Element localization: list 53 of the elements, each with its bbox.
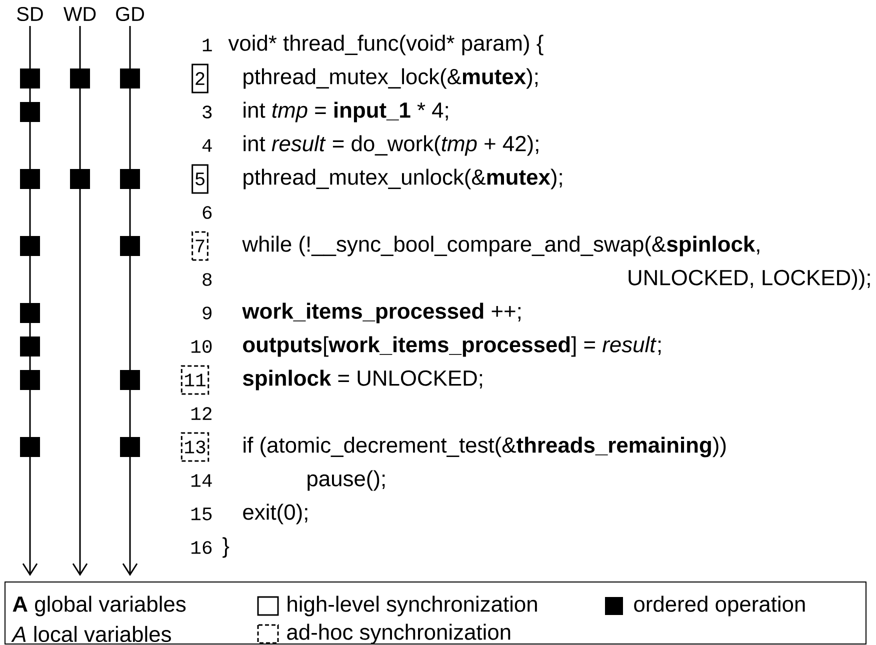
- ordered-operation-square: [120, 437, 140, 457]
- code-line: exit(0);: [243, 504, 308, 524]
- code-line: work_items_processed ++;: [242, 302, 520, 324]
- line-number: 8: [202, 273, 212, 286]
- ordered-operation-square: [20, 336, 40, 356]
- code-line: pthread_mutex_lock(&mutex);: [244, 68, 538, 89]
- ordered-operation-square: [120, 236, 140, 256]
- line-number: 15: [191, 508, 212, 520]
- sync-box: 5: [192, 164, 208, 194]
- ordered-operation-square: [20, 303, 40, 323]
- ordered-operation-square: [120, 68, 140, 88]
- timeline-label: WD: [64, 7, 96, 21]
- timeline-label: GD: [116, 6, 144, 22]
- line-number: 14: [191, 474, 212, 487]
- code-line: spinlock = UNLOCKED;: [242, 370, 482, 390]
- sync-box: 13: [180, 432, 210, 462]
- line-number: 3: [202, 106, 212, 118]
- code-line: int result = do_work(tmp + 42);: [244, 135, 538, 156]
- ordered-operation-square: [70, 68, 90, 88]
- code-line: void* thread_func(void* param) {: [228, 34, 544, 56]
- legend-label: ad-hoc synchronization: [287, 624, 510, 644]
- code-line: int tmp = input_1* 4;: [244, 102, 448, 122]
- ordered-operation-square: [120, 370, 140, 390]
- line-number: 12: [191, 407, 212, 420]
- line-number: 4: [202, 139, 212, 152]
- sync-box: 7: [192, 231, 208, 261]
- code-line: }: [222, 537, 230, 558]
- legend-label: ordered operation: [634, 596, 805, 616]
- line-number: 9: [202, 306, 212, 320]
- code-line: UNLOCKED, LOCKED));: [628, 269, 870, 290]
- code-line: while (!__sync_bool_compare_and_swap(&spinlock,: [242, 236, 760, 256]
- line-number: 10: [191, 340, 212, 353]
- code-line: outputs[work_items_processed] = result;: [243, 336, 661, 357]
- legend-label: high-level synchronization: [288, 596, 537, 616]
- sync-box: 11: [180, 365, 210, 395]
- ordered-operation-square: [20, 68, 40, 88]
- code-line: pause();: [308, 470, 385, 491]
- line-number: 1: [202, 38, 212, 52]
- line-number: 16: [191, 541, 212, 554]
- ordered-operation-square: [20, 437, 40, 457]
- code-line: if (atomic_decrement_test(&threads_remaining)): [244, 436, 726, 458]
- code-line: pthread_mutex_unlock(&mutex);: [244, 168, 562, 190]
- legend-entry: A local variables: [11, 626, 171, 642]
- ordered-operation-square: [20, 169, 40, 189]
- timeline-label: SD: [17, 6, 43, 22]
- ordered-operation-square: [20, 370, 40, 390]
- ordered-operation-square: [120, 169, 140, 189]
- legend-entry: A global variables: [12, 596, 186, 616]
- ordered-operation-square: [70, 169, 90, 189]
- ordered-operation-square: [20, 236, 40, 256]
- ordered-operation-square: [20, 102, 40, 122]
- sync-box: 2: [192, 64, 208, 94]
- line-number: 6: [202, 206, 212, 219]
